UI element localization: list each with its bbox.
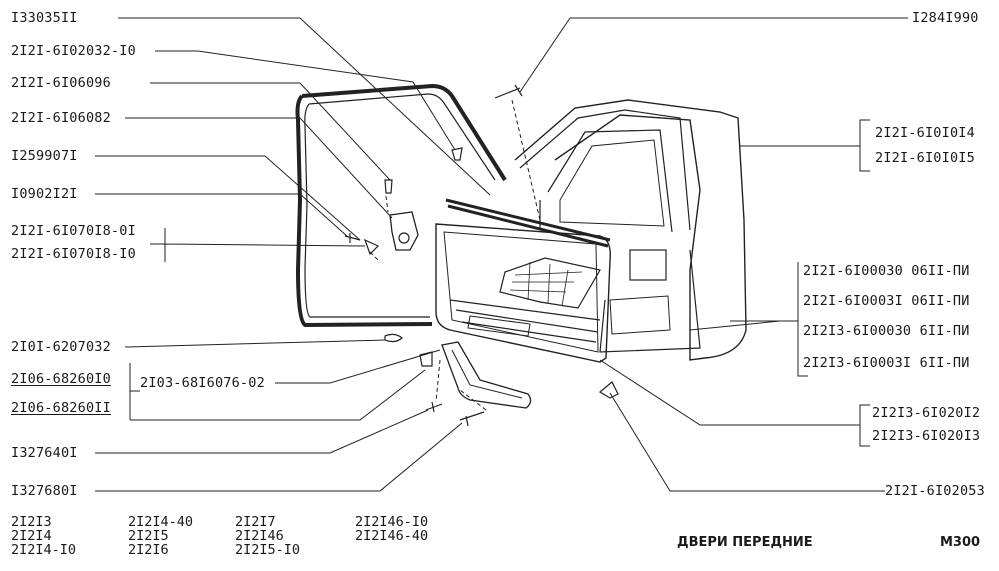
leader-1 <box>118 17 491 196</box>
part-label-20: 2I2I3-6I00030 6II-ПИ <box>803 323 970 339</box>
cap <box>598 381 619 399</box>
model-item: 2I2I7 <box>235 514 276 530</box>
part-label-9: 2I0I-6207032 <box>11 339 111 355</box>
screw-3 <box>459 411 485 427</box>
leader-12 <box>95 422 463 492</box>
model-list-4: 2I2I46-I0 2I2I46-40 <box>355 515 428 543</box>
part-label-24: 2I2I-6I02053 <box>885 483 985 499</box>
model-list-1: 2I2I3 2I2I4 2I2I4-I0 <box>11 515 76 557</box>
part-label-12: 2I03-68I6076-02 <box>140 375 265 391</box>
leader-16 <box>599 359 870 447</box>
part-label-19: 2I2I-6I0003I 06II-ПИ <box>803 293 970 309</box>
clip-1 <box>419 351 433 367</box>
screw-2 <box>425 401 443 413</box>
part-label-8: 2I2I-6I070I8-I0 <box>11 246 136 262</box>
bolt-1 <box>384 179 393 194</box>
model-item: 2I2I4-40 <box>128 514 194 530</box>
part-label-23: 2I2I3-6I020I3 <box>872 428 981 444</box>
part-label-5: I259907I <box>11 148 78 164</box>
window-channel <box>445 198 611 248</box>
leader-11 <box>95 409 429 454</box>
model-item: 2I2I46-I0 <box>355 514 429 530</box>
leader-17 <box>609 392 885 492</box>
part-label-22: 2I2I3-6I020I2 <box>872 405 981 421</box>
part-label-18: 2I2I-6I00030 06II-ПИ <box>803 263 970 279</box>
part-label-4: 2I2I-6I06082 <box>11 110 111 126</box>
model-item: 2I2I46-40 <box>355 528 429 544</box>
washer-1 <box>363 238 380 256</box>
page-title: ДВЕРИ ПЕРЕДНИЕ <box>677 535 813 550</box>
part-label-2: 2I2I-6I02032-I0 <box>11 43 136 59</box>
leader-5 <box>95 155 361 241</box>
part-label-21: 2I2I3-6I0003I 6II-ПИ <box>803 355 970 371</box>
leader-4 <box>125 117 393 219</box>
model-item: 2I2I4 <box>11 528 52 544</box>
leader-14 <box>740 119 870 172</box>
part-label-7: 2I2I-6I070I8-0I <box>11 223 136 239</box>
part-label-17: 2I2I-6I0I0I5 <box>875 150 975 166</box>
part-label-13: I327640I <box>11 445 78 461</box>
pin-1 <box>451 147 463 161</box>
screw-1 <box>344 233 361 243</box>
part-label-16: 2I2I-6I0I0I4 <box>875 125 975 141</box>
part-label-6: I0902I2I <box>11 186 78 202</box>
plug <box>384 333 403 343</box>
model-list-2: 2I2I4-40 2I2I5 2I2I6 <box>128 515 193 557</box>
model-item: 2I2I5 <box>128 528 169 544</box>
armrest <box>441 341 532 409</box>
door-lock <box>389 211 419 251</box>
leader-13 <box>519 17 908 93</box>
leader-8 <box>124 339 386 348</box>
part-label-14: I327680I <box>11 483 78 499</box>
model-item: 2I2I4-I0 <box>11 542 77 558</box>
part-label-11: 2I06-68260II <box>11 400 111 416</box>
door-seal <box>295 83 507 328</box>
part-label-3: 2I2I-6I06096 <box>11 75 111 91</box>
door-shell <box>514 99 747 361</box>
part-label-1: I33035II <box>11 10 78 26</box>
part-label-10: 2I06-68260I0 <box>11 371 111 387</box>
model-item: 2I2I3 <box>11 514 52 530</box>
trim-panel <box>435 223 611 363</box>
leader-9 <box>129 363 140 420</box>
part-label-15: I284I990 <box>912 10 979 26</box>
model-item: 2I2I6 <box>128 542 169 558</box>
leader-7 <box>150 228 366 262</box>
model-item: 2I2I46 <box>235 528 284 544</box>
page-code: M300 <box>940 535 981 550</box>
leader-15 <box>689 262 808 377</box>
model-item: 2I2I5-I0 <box>235 542 301 558</box>
screw-top <box>494 84 523 99</box>
leader-3 <box>150 82 391 181</box>
model-list-3: 2I2I7 2I2I46 2I2I5-I0 <box>235 515 300 557</box>
leader-2 <box>155 50 456 151</box>
leader-10 <box>130 349 441 421</box>
